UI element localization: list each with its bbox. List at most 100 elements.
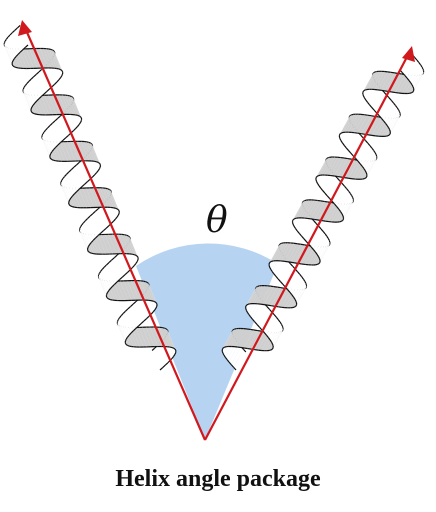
helix-ribbon-edge — [221, 351, 224, 354]
helix-ribbon-edge — [173, 354, 176, 357]
helix-ribbon-edge — [341, 213, 344, 216]
helix-ribbon-segment — [100, 269, 111, 291]
helix-ribbon-edge — [164, 362, 169, 366]
helix-ribbon-edge — [317, 263, 320, 265]
helix-ribbon-edge — [73, 164, 78, 168]
helix-ribbon-edge — [372, 72, 375, 74]
helix-ribbon-segment — [357, 115, 372, 134]
helix-ribbon-edge — [242, 348, 247, 353]
helix-ribbon-edge — [57, 142, 61, 146]
helix-ribbon-edge — [386, 125, 390, 129]
helix-ribbon-segment — [61, 178, 71, 200]
helix-ribbon-edge — [32, 102, 36, 106]
helix-ribbon-segment — [146, 327, 158, 347]
helix-ribbon-edge — [49, 157, 52, 160]
helix-ribbon-segment — [319, 243, 330, 263]
helix-ribbon-edge — [87, 245, 90, 249]
helix-ribbon-edge — [50, 158, 53, 161]
helix-ribbon-edge — [365, 176, 368, 179]
helix-ribbon-edge — [124, 338, 127, 341]
helix-ribbon-edge — [116, 214, 119, 218]
helix-ribbon-edge — [65, 134, 69, 139]
helix-ribbon-edge — [270, 348, 273, 351]
helix-ribbon-segment — [294, 281, 306, 302]
helix-ribbon-segment — [293, 200, 305, 220]
helix-ribbon-segment — [345, 114, 359, 133]
helix-ribbon-edge — [108, 298, 111, 301]
helix-ribbon-edge — [293, 226, 297, 229]
helix-ribbon-segment — [138, 296, 149, 319]
helix-ribbon-edge — [223, 354, 226, 358]
helix-ribbon-edge — [314, 218, 319, 221]
helix-ribbon-edge — [110, 220, 114, 224]
helix-ribbon-segment — [64, 174, 75, 196]
helix-ribbon-segment — [272, 326, 283, 346]
helix-ribbon-edge — [324, 192, 328, 197]
helix-ribbon-segment — [224, 328, 237, 348]
helix-ribbon-edge — [81, 183, 85, 188]
helix-ribbon-segment — [165, 328, 175, 350]
helix-ribbon-edge — [117, 317, 121, 320]
helix-ribbon-segment — [167, 329, 176, 351]
helix-ribbon-edge — [76, 161, 80, 166]
helix-ribbon-edge — [88, 251, 91, 254]
helix-ribbon-edge — [281, 325, 284, 328]
helix-ribbon-edge — [61, 70, 64, 72]
helix-ribbon-segment — [228, 328, 241, 347]
helix-ribbon-segment — [278, 288, 292, 308]
helix-ribbon-edge — [298, 233, 302, 237]
helix-ribbon-segment — [47, 125, 58, 148]
helix-ribbon-segment — [308, 226, 321, 247]
helix-ribbon-edge — [301, 235, 305, 240]
helix-ribbon-segment — [327, 157, 341, 176]
helix-ribbon-edge — [143, 318, 147, 322]
helix-ribbon-segment — [135, 327, 147, 348]
helix-ribbon-segment — [365, 71, 377, 90]
helix-ribbon-segment — [156, 327, 168, 347]
helix-ribbon-segment — [266, 317, 279, 338]
helix-ribbon-edge — [343, 185, 348, 189]
helix-ribbon-edge — [349, 193, 353, 196]
helix-ribbon-edge — [390, 99, 394, 104]
helix-ribbon-edge — [346, 188, 350, 192]
helix-ribbon-segment — [4, 42, 13, 64]
helix-ribbon-segment — [130, 304, 142, 327]
helix-ribbon-edge — [310, 246, 314, 250]
helix-ribbon-segment — [140, 280, 152, 301]
helix-ribbon-edge — [90, 239, 94, 243]
helix-ribbon-edge — [341, 142, 345, 146]
helix-ribbon-edge — [396, 107, 400, 111]
helix-ribbon-edge — [35, 71, 40, 75]
helix-ribbon-segment — [293, 279, 305, 300]
helix-ribbon-segment — [23, 87, 32, 109]
helix-ribbon-segment — [52, 50, 62, 71]
helix-ribbon-segment — [59, 141, 72, 162]
helix-ribbon-edge — [422, 68, 425, 71]
helix-ribbon-edge — [72, 97, 74, 99]
helix-ribbon-segment — [159, 327, 170, 348]
helix-ribbon-edge — [106, 297, 109, 300]
helix-ribbon-edge — [305, 282, 307, 286]
helix-ribbon-segment — [280, 263, 293, 285]
helix-ribbon-edge — [322, 231, 326, 235]
helix-ribbon-edge — [24, 44, 29, 48]
helix-ribbon-segment — [75, 188, 87, 208]
helix-ribbon-segment — [371, 89, 384, 111]
helix-ribbon-segment — [389, 111, 401, 132]
helix-ribbon-edge — [120, 313, 124, 317]
helix-ribbon-segment — [36, 71, 47, 94]
helix-ribbon-edge — [152, 309, 156, 313]
helix-ribbon-edge — [302, 200, 304, 203]
helix-ribbon-segment — [244, 329, 258, 349]
helix-ribbon-segment — [88, 142, 99, 163]
helix-ribbon-edge — [378, 115, 382, 119]
helix-ribbon-edge — [371, 147, 375, 151]
helix-ribbon-segment — [154, 345, 166, 368]
helix-ribbon-edge — [11, 64, 14, 67]
helix-ribbon-edge — [292, 218, 295, 221]
helix-ribbon-segment — [237, 328, 251, 348]
helix-ribbon-edge — [318, 185, 322, 189]
helix-ribbon-edge — [32, 112, 36, 115]
helix-ribbon-segment — [119, 250, 131, 273]
helix-ribbon-segment — [117, 322, 126, 344]
